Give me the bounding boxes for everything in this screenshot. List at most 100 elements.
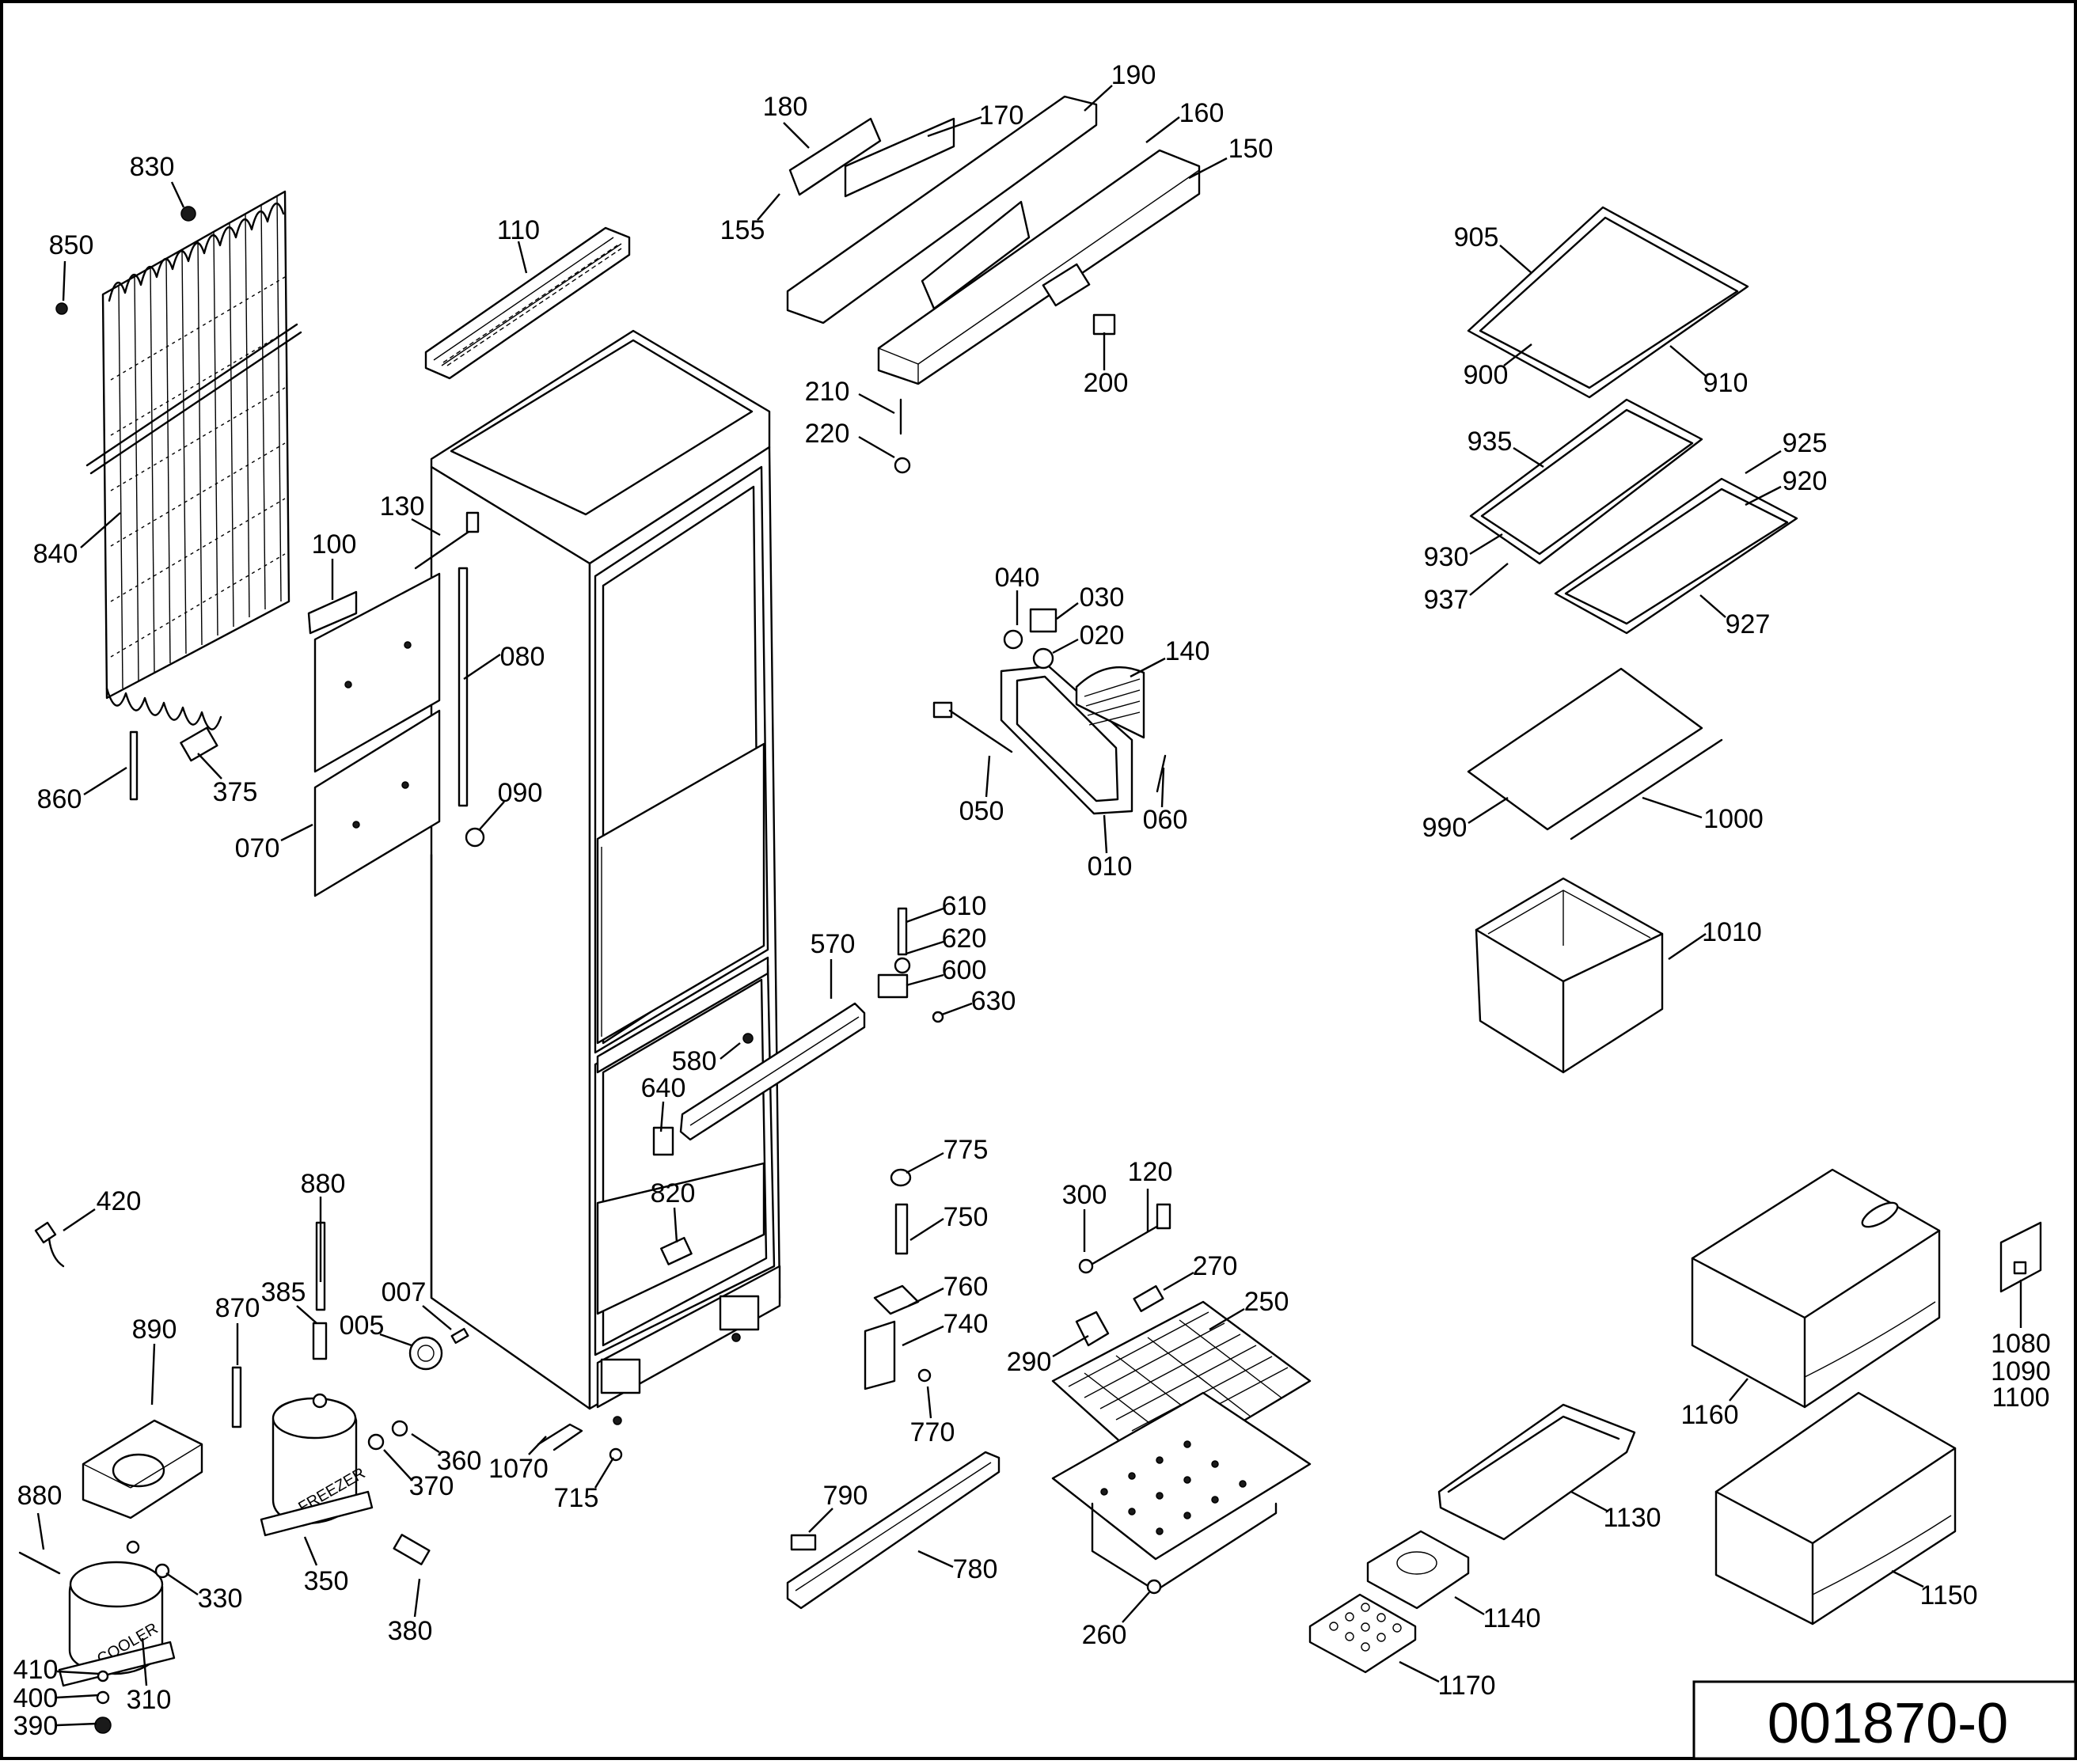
top-grille-110 bbox=[424, 226, 631, 380]
condenser-840 bbox=[85, 190, 302, 730]
callout-leader bbox=[1145, 116, 1180, 143]
bushing-400 bbox=[96, 1690, 110, 1705]
callout-leader bbox=[379, 1333, 412, 1347]
sleeve-375 bbox=[180, 726, 218, 762]
callout-leader bbox=[906, 940, 944, 955]
tray-1140 bbox=[1366, 1530, 1470, 1610]
bracket-760 bbox=[873, 1284, 920, 1315]
callout-label-870: 870 bbox=[215, 1293, 260, 1323]
callout-leader bbox=[411, 1432, 440, 1454]
callout-leader bbox=[56, 1694, 100, 1699]
callout-leader bbox=[1103, 814, 1108, 854]
rod-050 bbox=[948, 709, 1013, 753]
callout-leader bbox=[906, 973, 944, 987]
callout-leader bbox=[1084, 85, 1113, 112]
cover-030 bbox=[1029, 608, 1057, 633]
callout-leader bbox=[673, 1207, 678, 1243]
callout-label-160: 160 bbox=[1179, 98, 1225, 128]
callout-leader bbox=[1669, 345, 1707, 377]
pin-880-a bbox=[18, 1551, 61, 1575]
callout-label-925: 925 bbox=[1783, 428, 1828, 458]
callout-label-250: 250 bbox=[1244, 1287, 1289, 1317]
callout-label-820: 820 bbox=[651, 1178, 696, 1208]
callout-label-270: 270 bbox=[1193, 1251, 1238, 1281]
freezer-compressor-350: FREEZER bbox=[260, 1393, 374, 1537]
callout-leader bbox=[36, 1512, 45, 1550]
callout-leader bbox=[170, 181, 185, 208]
shelf-930 bbox=[1469, 398, 1703, 565]
callout-leader bbox=[908, 1287, 944, 1307]
sensor-270 bbox=[1133, 1285, 1164, 1312]
bracket-1070 bbox=[537, 1423, 583, 1451]
callout-label-1000: 1000 bbox=[1703, 804, 1764, 834]
callout-label-570: 570 bbox=[811, 929, 856, 959]
callout-leader bbox=[1468, 796, 1509, 825]
callout-label-110: 110 bbox=[497, 215, 540, 245]
callout-label-1140: 1140 bbox=[1483, 1603, 1540, 1633]
callout-label-330: 330 bbox=[198, 1584, 243, 1614]
callout-label-350: 350 bbox=[304, 1566, 349, 1596]
callout-leader bbox=[1052, 1334, 1089, 1358]
callout-label-1070: 1070 bbox=[488, 1454, 549, 1484]
hinge-820 bbox=[660, 1236, 693, 1265]
callout-leader bbox=[296, 1305, 317, 1324]
callout-label-007: 007 bbox=[382, 1277, 427, 1307]
callout-leader bbox=[62, 260, 66, 302]
callout-leader bbox=[594, 1457, 615, 1489]
callout-label-840: 840 bbox=[33, 539, 78, 569]
callout-label-1170: 1170 bbox=[1437, 1671, 1495, 1701]
callout-label-610: 610 bbox=[942, 891, 987, 921]
callout-label-890: 890 bbox=[132, 1314, 177, 1345]
callout-leader bbox=[941, 1002, 973, 1016]
callout-label-1080: 1080 bbox=[1991, 1329, 2051, 1359]
callout-label-910: 910 bbox=[1703, 368, 1749, 398]
shelf-920 bbox=[1554, 477, 1798, 635]
callout-label-750: 750 bbox=[944, 1202, 989, 1232]
relay-380 bbox=[393, 1534, 431, 1565]
callout-label-620: 620 bbox=[942, 924, 987, 954]
cable-420 bbox=[34, 1221, 65, 1268]
callout-leader bbox=[517, 241, 528, 274]
callout-label-120: 120 bbox=[1128, 1157, 1173, 1187]
callout-label-780: 780 bbox=[953, 1554, 998, 1584]
callout-leader bbox=[1469, 533, 1503, 556]
cap-775 bbox=[890, 1168, 912, 1187]
callout-label-010: 010 bbox=[1088, 852, 1133, 882]
clip-830 bbox=[180, 206, 196, 222]
callout-leader bbox=[985, 755, 991, 798]
callout-leader bbox=[1642, 796, 1703, 819]
callout-leader bbox=[150, 1343, 156, 1406]
callout-label-030: 030 bbox=[1080, 582, 1125, 613]
callout-leader bbox=[80, 512, 121, 548]
screw-715 bbox=[609, 1447, 623, 1462]
drawer-1150 bbox=[1714, 1391, 1957, 1626]
callout-label-005: 005 bbox=[340, 1311, 385, 1341]
callout-label-790: 790 bbox=[823, 1481, 868, 1511]
callout-label-880: 880 bbox=[17, 1481, 63, 1511]
callout-leader bbox=[659, 1101, 665, 1132]
callout-leader bbox=[413, 1578, 421, 1618]
callout-label-130: 130 bbox=[380, 491, 425, 522]
callout-leader bbox=[165, 1572, 199, 1595]
screw-260 bbox=[1146, 1579, 1162, 1595]
callout-label-880: 880 bbox=[301, 1169, 346, 1199]
callout-leader bbox=[906, 907, 944, 924]
callout-label-100: 100 bbox=[312, 529, 357, 560]
callout-label-1100: 1100 bbox=[1992, 1383, 2049, 1413]
callout-label-1090: 1090 bbox=[1991, 1356, 2051, 1387]
callout-label-640: 640 bbox=[641, 1073, 686, 1103]
ice-tray-1170 bbox=[1308, 1593, 1417, 1674]
callout-label-360: 360 bbox=[437, 1446, 482, 1476]
callout-leader bbox=[902, 1325, 944, 1347]
callout-label-155: 155 bbox=[720, 215, 765, 245]
callout-label-020: 020 bbox=[1080, 620, 1125, 651]
callout-label-630: 630 bbox=[971, 986, 1016, 1016]
callout-label-180: 180 bbox=[763, 92, 808, 122]
callout-label-600: 600 bbox=[942, 955, 987, 985]
callout-label-210: 210 bbox=[805, 377, 850, 407]
callout-label-300: 300 bbox=[1062, 1180, 1107, 1210]
callout-label-260: 260 bbox=[1082, 1620, 1127, 1650]
callout-label-1150: 1150 bbox=[1919, 1580, 1977, 1610]
